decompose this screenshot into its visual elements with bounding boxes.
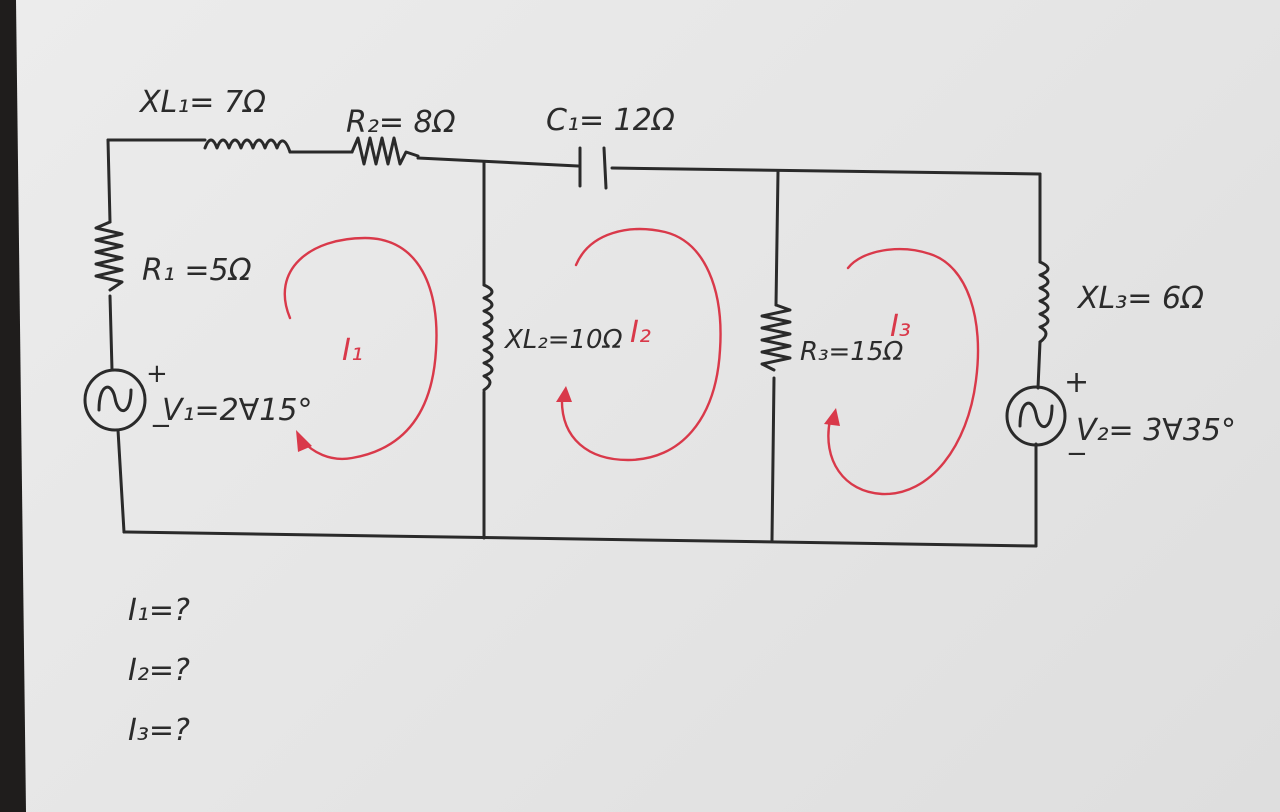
resistor-r3	[760, 303, 792, 372]
wire-right-mid	[1036, 340, 1042, 390]
label-xl1: XL₁= 7Ω	[138, 85, 266, 120]
label-r3: R₃=15Ω	[800, 337, 903, 367]
voltage-source-v1	[83, 368, 147, 432]
v1-plus-sign: +	[146, 359, 168, 389]
v2-minus-sign: −	[1066, 439, 1088, 469]
label-c1: C₁= 12Ω	[546, 103, 675, 138]
v2-plus-sign: +	[1064, 365, 1089, 400]
loop-current-2	[556, 228, 722, 462]
question-i2: I₂=?	[128, 653, 190, 688]
loop-label-i3: I₃	[890, 309, 911, 344]
wire-bottom	[122, 530, 1038, 548]
circuit-wires	[106, 138, 1042, 548]
label-xl2: XL₂=10Ω	[503, 325, 623, 355]
inductor-xl2	[482, 283, 494, 392]
label-r2: R₂= 8Ω	[346, 105, 456, 140]
label-v1: V₁=2∀15°	[162, 393, 312, 428]
wire-branch2-bottom	[770, 376, 776, 542]
wire-left-mid	[108, 294, 114, 372]
loop-current-3	[824, 248, 980, 496]
label-v2: V₂= 3∀35°	[1076, 413, 1236, 448]
wire-r2-c1	[416, 156, 580, 168]
question-i3: I₃=?	[128, 713, 190, 748]
voltage-source-v2	[1005, 385, 1067, 447]
wire-left-top	[106, 138, 112, 224]
capacitor-c1	[578, 146, 608, 190]
wire-c1-right	[610, 166, 1042, 176]
loop-current-1	[283, 236, 438, 461]
question-i1: I₁=?	[128, 593, 190, 628]
v1-minus-sign: −	[150, 411, 172, 441]
loop-label-i1: I₁	[342, 333, 363, 368]
loop-label-i2: I₂	[630, 315, 651, 350]
resistor-r1	[94, 220, 124, 292]
label-xl3: XL₃= 6Ω	[1076, 281, 1204, 316]
wire-branch2-top	[774, 170, 780, 307]
label-r1: R₁ =5Ω	[142, 253, 252, 288]
inductor-xl1	[203, 138, 292, 154]
wire-left-bottom	[116, 428, 126, 534]
resistor-r2	[350, 136, 420, 166]
inductor-xl3	[1038, 260, 1050, 344]
